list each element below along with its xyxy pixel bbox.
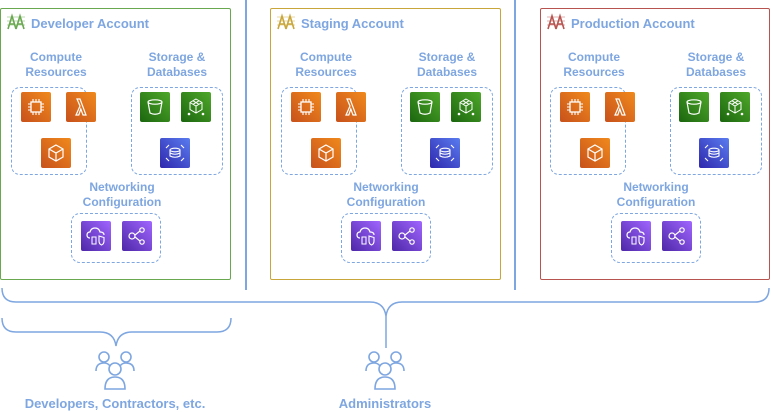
transit-gateway-icon xyxy=(392,221,422,251)
network-group xyxy=(341,213,431,263)
account-divider xyxy=(514,0,516,290)
developer-account-brace xyxy=(1,317,232,347)
snowball-icon xyxy=(720,92,750,122)
account-logo-icon xyxy=(277,13,295,30)
account-title: Staging Account xyxy=(301,16,404,31)
account-title: Production Account xyxy=(571,16,695,31)
compute-group xyxy=(281,87,357,175)
snowball-icon xyxy=(451,92,481,122)
transit-gateway-icon xyxy=(662,221,692,251)
vpc-gateway-icon xyxy=(81,221,111,251)
container-icon xyxy=(311,138,341,168)
account-divider xyxy=(245,0,247,290)
ec2-icon xyxy=(560,92,590,122)
storage-label: Storage &Databases xyxy=(685,50,747,79)
snowball-icon xyxy=(181,92,211,122)
compute-group xyxy=(11,87,87,175)
transit-gateway-icon xyxy=(122,221,152,251)
storage-label: Storage &Databases xyxy=(146,50,208,79)
ec2-icon xyxy=(21,92,51,122)
user-group-icon xyxy=(95,351,135,390)
account-logo-icon xyxy=(547,13,565,30)
ec2-icon xyxy=(291,92,321,122)
developers-label: Developers, Contractors, etc. xyxy=(24,396,206,411)
lambda-icon xyxy=(66,92,96,122)
storage-group xyxy=(670,87,762,175)
vpc-gateway-icon xyxy=(621,221,651,251)
account-logo-icon xyxy=(7,13,25,30)
dynamodb-icon xyxy=(430,138,460,168)
container-icon xyxy=(41,138,71,168)
administrators-label: Administrators xyxy=(338,396,432,411)
user-group-icon xyxy=(365,351,405,390)
storage-group xyxy=(401,87,493,175)
network-group xyxy=(611,213,701,263)
dynamodb-icon xyxy=(160,138,190,168)
vpc-gateway-icon xyxy=(351,221,381,251)
lambda-icon xyxy=(336,92,366,122)
s3-bucket-icon xyxy=(140,92,170,122)
s3-bucket-icon xyxy=(679,92,709,122)
container-icon xyxy=(580,138,610,168)
lambda-icon xyxy=(605,92,635,122)
compute-group xyxy=(550,87,626,175)
network-group xyxy=(71,213,161,263)
account-title: Developer Account xyxy=(31,16,149,31)
all-accounts-brace xyxy=(1,287,770,317)
storage-group xyxy=(131,87,223,175)
s3-bucket-icon xyxy=(410,92,440,122)
storage-label: Storage &Databases xyxy=(416,50,478,79)
dynamodb-icon xyxy=(699,138,729,168)
